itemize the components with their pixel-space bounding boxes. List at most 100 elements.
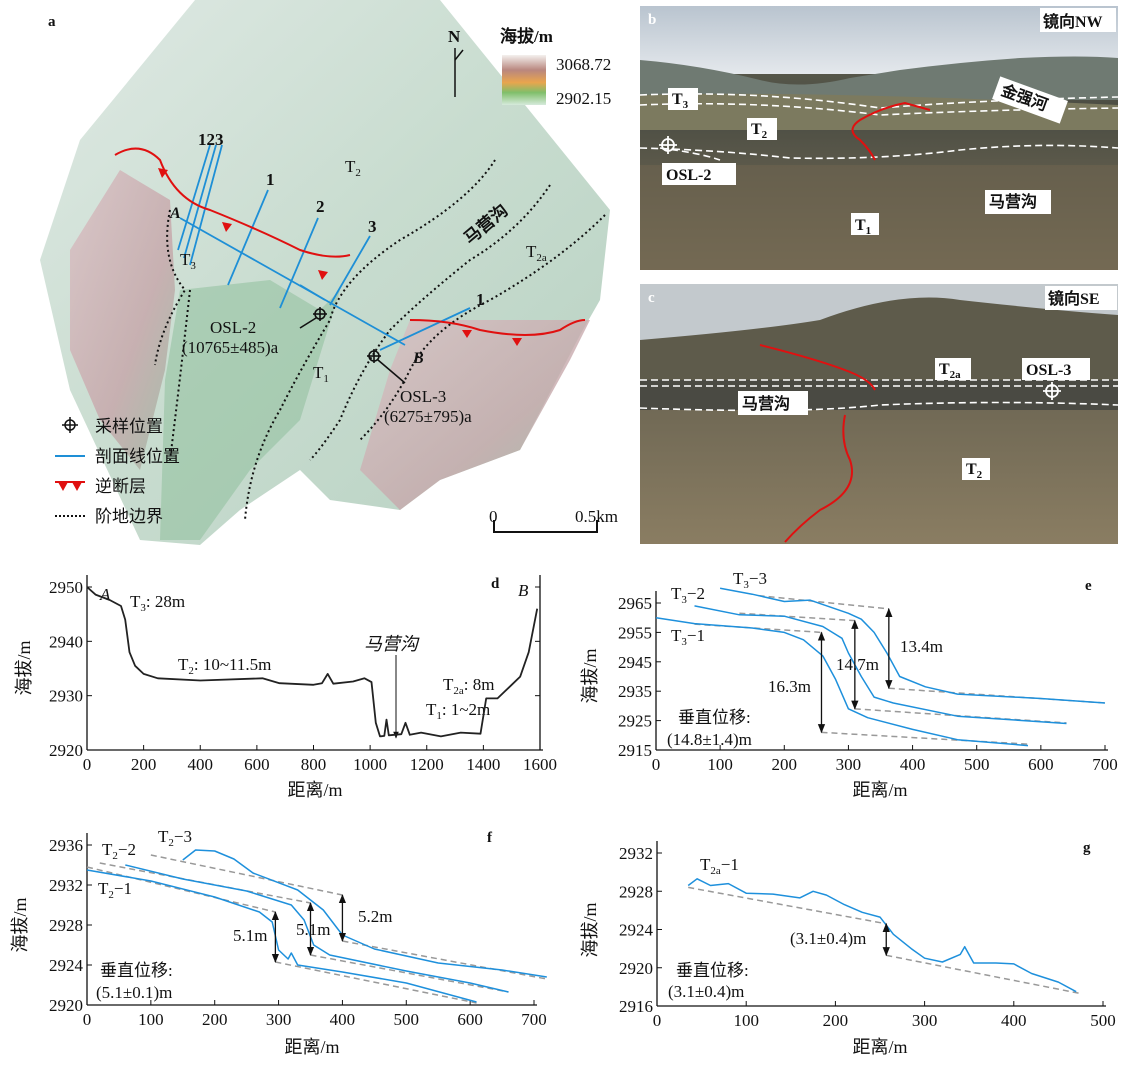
y-tick-label: 2950 [49,578,83,597]
svg-text:0: 0 [489,507,498,526]
x-tick-label: 1400 [466,755,500,774]
series-label-t2a-1: T2a−1 [700,855,739,877]
x-tick-label: 0 [653,1011,662,1030]
summary-title: 垂直位移: [678,708,751,727]
elevation-max: 3068.72 [556,55,611,74]
series-line-t3-3 [719,587,1106,704]
offset-label: (3.1±0.4)m [790,929,866,948]
y-tick-label: 2924 [619,921,654,940]
panel-a-map: a 123 1 [40,0,618,545]
y-tick-label: 2920 [49,741,83,760]
sample-site-legend-icon [62,417,78,433]
fit-line [86,866,276,913]
y-tick-label: 2916 [619,997,653,1016]
photo-c-t2a: T2a [939,361,961,381]
photo-b-t2: T2 [751,121,768,141]
y-axis-title: 海拔/m [14,640,34,695]
summary-title: 垂直位移: [676,961,749,980]
osl3-name: OSL-3 [400,387,446,406]
osl3-age: (6275±795)a [384,407,472,426]
map-terrace-t1: T1 [313,363,329,385]
x-tick-label: 700 [521,1010,547,1029]
thrust-fault [114,147,586,346]
profile-label-group: 123 [198,130,224,149]
panel-letter-g: g [1083,840,1091,856]
x-tick-label: 200 [823,1011,849,1030]
summary-value: (3.1±0.4)m [668,982,744,1001]
x-tick-label: 100 [138,1010,164,1029]
chart-d-t2-label: T2: 10~11.5m [178,655,271,677]
x-axis-title: 距离/m [284,1037,339,1057]
x-tick-label: 200 [202,1010,228,1029]
legend-fault: 逆断层 [95,477,146,496]
legend-profile: 剖面线位置 [95,447,180,466]
photo-b-t3: T3 [672,91,689,111]
offset-label: 5.1m [296,920,330,939]
x-tick-label: 600 [1028,755,1054,774]
map-terrace-t2: T2 [345,157,361,179]
panel-c-photo: 镜向SE c T2a OSL-3 马营沟 T2 [639,284,1119,544]
panel-letter-e: e [1085,578,1092,594]
y-tick-label: 2932 [619,844,653,863]
photo-c-t2: T2 [966,461,983,481]
fit-line [688,886,887,925]
fit-line [342,940,547,980]
svg-text:N: N [448,27,461,46]
chart-d-t2a-label: T2a: 8m [443,675,494,697]
y-tick-label: 2940 [49,632,83,651]
photo-b-t1: T1 [855,217,871,237]
x-tick-label: 0 [83,755,92,774]
y-axis-title: 海拔/m [580,902,600,957]
y-tick-label: 2928 [619,882,653,901]
panel-letter-f: f [487,830,493,846]
y-tick-label: 2930 [49,687,83,706]
series-label-t3-3: T3−3 [733,569,767,591]
chart-d-annotations: A B T3: 28m T2: 10~11.5m T1: 1~2m T2a: 8… [99,581,529,739]
map-terrace-t3: T3 [180,250,196,272]
y-tick-label: 2915 [618,741,652,760]
x-tick-label: 500 [964,755,990,774]
x-axis-title: 距离/m [852,780,907,800]
t2-green-surface [160,280,340,540]
x-tick-label: 600 [244,755,270,774]
offset-label: 16.3m [768,677,811,696]
x-tick-label: 800 [301,755,327,774]
x-tick-label: 200 [131,755,157,774]
hill-right [360,320,590,510]
profile-label-1b: 1 [476,290,485,309]
photo-b-sample-icon [659,136,677,154]
x-tick-label: 400 [330,1010,356,1029]
chart-g-annotations: T2a−1 (3.1±0.4)m 垂直位移: (3.1±0.4)m [668,855,866,1001]
panel-letter-d: d [491,576,500,592]
svg-text:0.5km: 0.5km [575,507,618,526]
x-tick-label: 200 [772,755,798,774]
x-tick-label: 0 [652,755,661,774]
series-line-t2-1 [86,869,477,1003]
y-tick-label: 2925 [618,712,652,731]
x-axis-title: 距离/m [287,780,342,800]
map-point-a: A [169,205,181,222]
y-tick-label: 2945 [618,653,652,672]
series-line-t2-3 [182,849,547,978]
x-tick-label: 300 [836,755,862,774]
x-tick-label: 700 [1092,755,1118,774]
panel-letter-c: c [648,290,655,306]
chart-d-t3-label: T3: 28m [130,592,185,614]
summary-value: (14.8±1.4)m [667,730,752,749]
y-tick-label: 2932 [49,876,83,895]
scale-bar: 0 0.5km [489,507,618,533]
panel-letter-a: a [48,14,56,30]
fit-line [758,594,889,610]
series-label-t2-3: T2−3 [158,827,192,849]
x-tick-label: 400 [900,755,926,774]
panel-letter-b: b [648,12,656,28]
y-tick-label: 2936 [49,836,83,855]
y-tick-label: 2955 [618,623,652,642]
y-axis-title: 海拔/m [580,648,600,703]
x-tick-label: 500 [394,1010,420,1029]
fit-line [310,954,509,993]
